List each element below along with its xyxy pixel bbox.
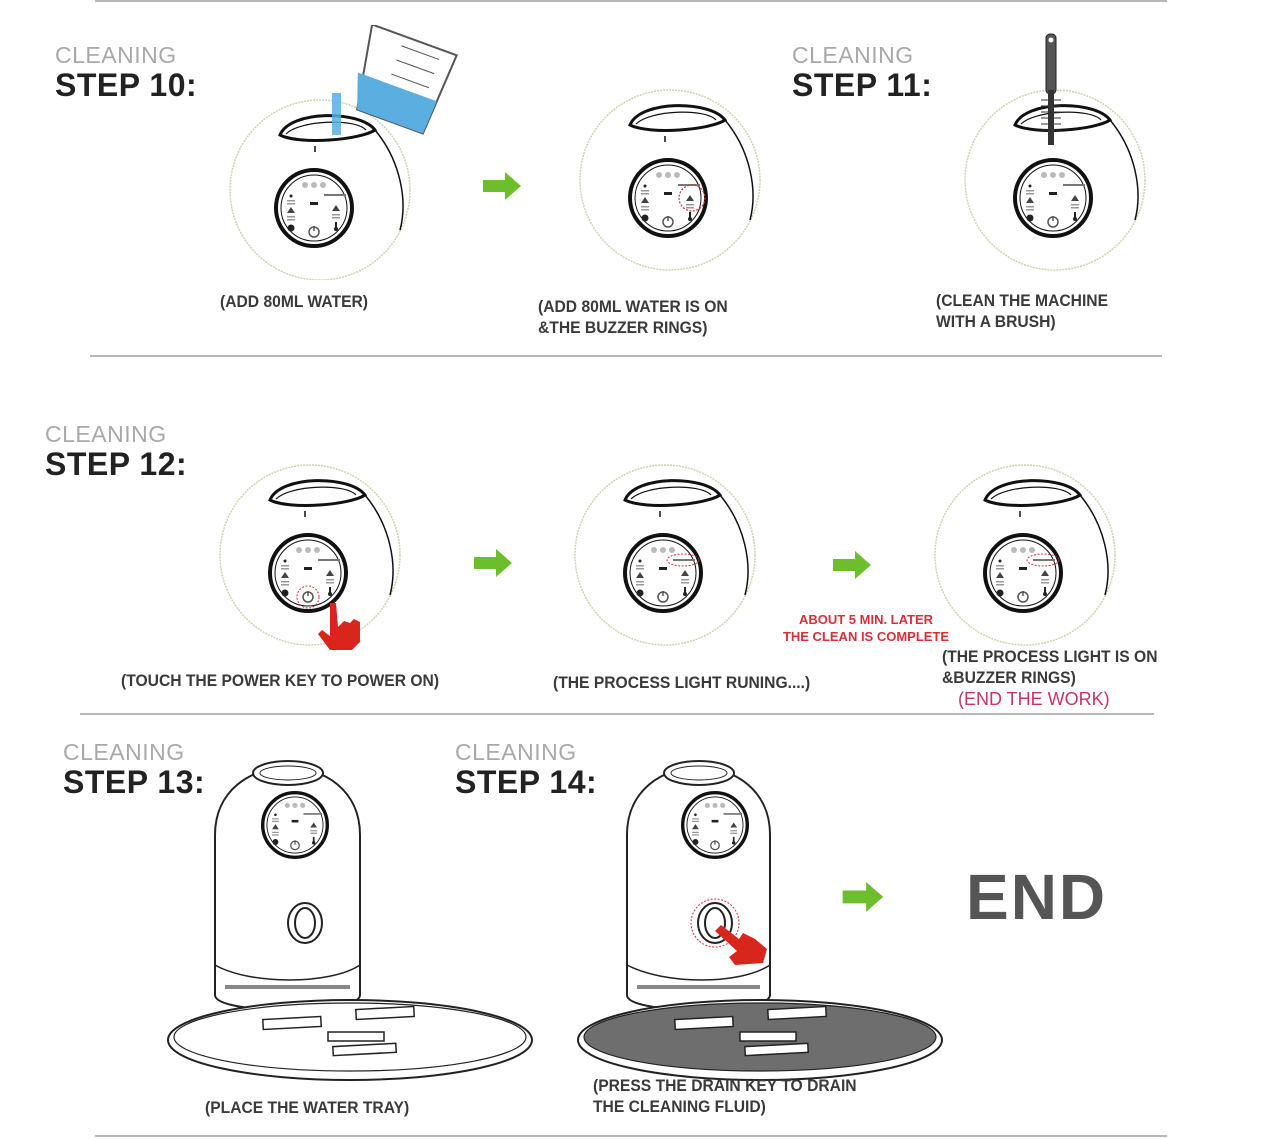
step-11-prefix: CLEANING	[792, 42, 914, 68]
arrow-right-icon	[842, 882, 884, 912]
machine-top-power-touch-icon	[218, 463, 402, 650]
step-12-caption-1: (TOUCH THE POWER KEY TO POWER ON)	[121, 671, 440, 690]
step-10-caption-2: (ADD 80ML WATER IS ON &THE BUZZER RINGS)	[538, 297, 728, 337]
step-10-title: STEP 10:	[55, 67, 198, 103]
arrow-right-icon	[833, 551, 871, 579]
arrow-right-icon	[483, 172, 521, 200]
step-12-caption-2: (THE PROCESS LIGHT RUNING....)	[553, 673, 811, 692]
machine-top-pour-water-icon	[228, 25, 459, 280]
step-12-heading: CLEANING STEP 12:	[45, 421, 188, 482]
step-10-caption-1: (ADD 80ML WATER)	[220, 292, 369, 311]
divider-1	[90, 355, 1162, 357]
machine-with-tray-icon	[167, 760, 533, 1081]
machine-top-process-light-icon	[573, 463, 757, 647]
arrow-right-icon	[474, 549, 512, 577]
step-12-prefix: CLEANING	[45, 421, 167, 447]
step-14-heading: CLEANING STEP 14:	[455, 739, 598, 800]
step-11-caption: (CLEAN THE MACHINE WITH A BRUSH)	[936, 291, 1109, 331]
step-13-title: STEP 13:	[63, 764, 206, 800]
step-14-caption: (PRESS THE DRAIN KEY TO DRAIN THE CLEANI…	[593, 1076, 857, 1116]
machine-top-indicator-highlight-icon	[578, 88, 762, 272]
machine-top-complete-icon	[933, 463, 1117, 647]
step-13-prefix: CLEANING	[63, 739, 185, 765]
machine-drain-icon	[577, 760, 943, 1081]
end-the-work-label: (END THE WORK)	[958, 689, 1110, 709]
step-12-caption-3: (THE PROCESS LIGHT IS ON &BUZZER RINGS)	[942, 647, 1158, 687]
step-12-title: STEP 12:	[45, 446, 188, 482]
step-10-heading: CLEANING STEP 10:	[55, 42, 198, 103]
end-label: END	[966, 861, 1108, 933]
step-13-heading: CLEANING STEP 13:	[63, 739, 206, 800]
divider-bottom	[95, 1135, 1167, 1137]
step-11-heading: CLEANING STEP 11:	[792, 42, 933, 103]
step-11-title: STEP 11:	[792, 67, 933, 103]
step-10-prefix: CLEANING	[55, 42, 177, 68]
step-14-prefix: CLEANING	[455, 739, 577, 765]
completion-note: ABOUT 5 MIN. LATER THE CLEAN IS COMPLETE	[782, 612, 950, 644]
step-14-title: STEP 14:	[455, 764, 598, 800]
divider-top	[95, 0, 1167, 2]
machine-top-brush-icon	[963, 33, 1147, 272]
divider-2	[80, 713, 1154, 715]
step-13-caption: (PLACE THE WATER TRAY)	[205, 1098, 410, 1117]
